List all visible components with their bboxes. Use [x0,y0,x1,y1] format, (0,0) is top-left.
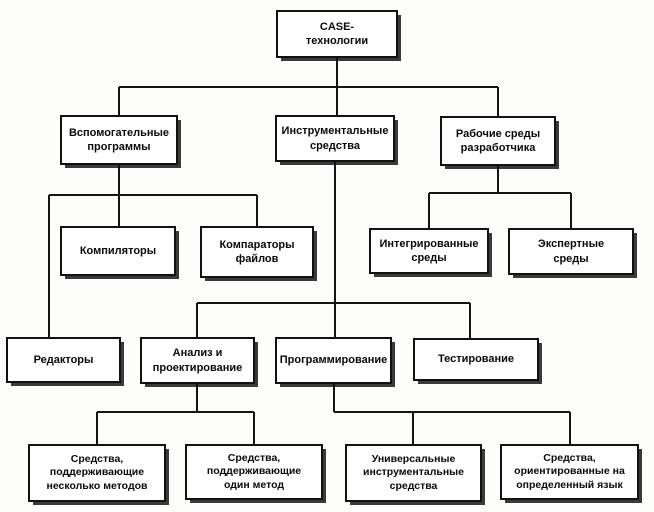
node-universal-instrumental-tools: Универсальные инструментальные средства [345,444,482,502]
node-file-comparators: Компараторы файлов [200,226,314,278]
node-testing: Тестирование [413,338,539,381]
node-auxiliary-programs: Вспомогательные программы [60,115,178,165]
node-integrated-environments: Интегрированные среды [369,228,489,274]
node-label: Анализ и проектирование [152,347,243,374]
node-label: CASE- технологии [305,20,369,47]
node-label: Программирование [279,354,388,367]
node-programming: Программирование [275,337,392,384]
node-compilers: Компиляторы [60,226,176,276]
node-label: Интегрированные среды [379,237,479,264]
node-multi-method-tools: Средства, поддерживающие несколько метод… [28,444,166,502]
node-label: Компараторы файлов [219,238,295,265]
node-label: Рабочие среды разработчика [455,127,541,154]
node-language-specific-tools: Средства, ориентированные на определенны… [500,444,639,500]
node-label: Компиляторы [79,244,157,257]
node-label: Инструментальные средства [281,125,389,152]
node-label: Средства, ориентированные на определенны… [514,451,625,491]
node-label: Тестирование [437,353,515,366]
node-analysis-and-design: Анализ и проектирование [140,337,255,384]
node-label: Средства, поддерживающие несколько метод… [46,452,148,492]
node-editors: Редакторы [6,337,121,383]
node-case-technologies: CASE- технологии [276,10,398,58]
node-label: Экспертные среды [537,238,605,265]
node-developer-work-environments: Рабочие среды разработчика [440,116,556,166]
node-label: Универсальные инструментальные средства [363,452,464,492]
node-label: Вспомогательные программы [68,126,170,153]
node-single-method-tools: Средства, поддерживающие один метод [185,444,323,500]
node-label: Средства, поддерживающие один метод [206,451,302,491]
node-instrumental-tools: Инструментальные средства [275,115,395,162]
node-label: Редакторы [33,353,94,366]
node-expert-environments: Экспертные среды [508,228,634,275]
